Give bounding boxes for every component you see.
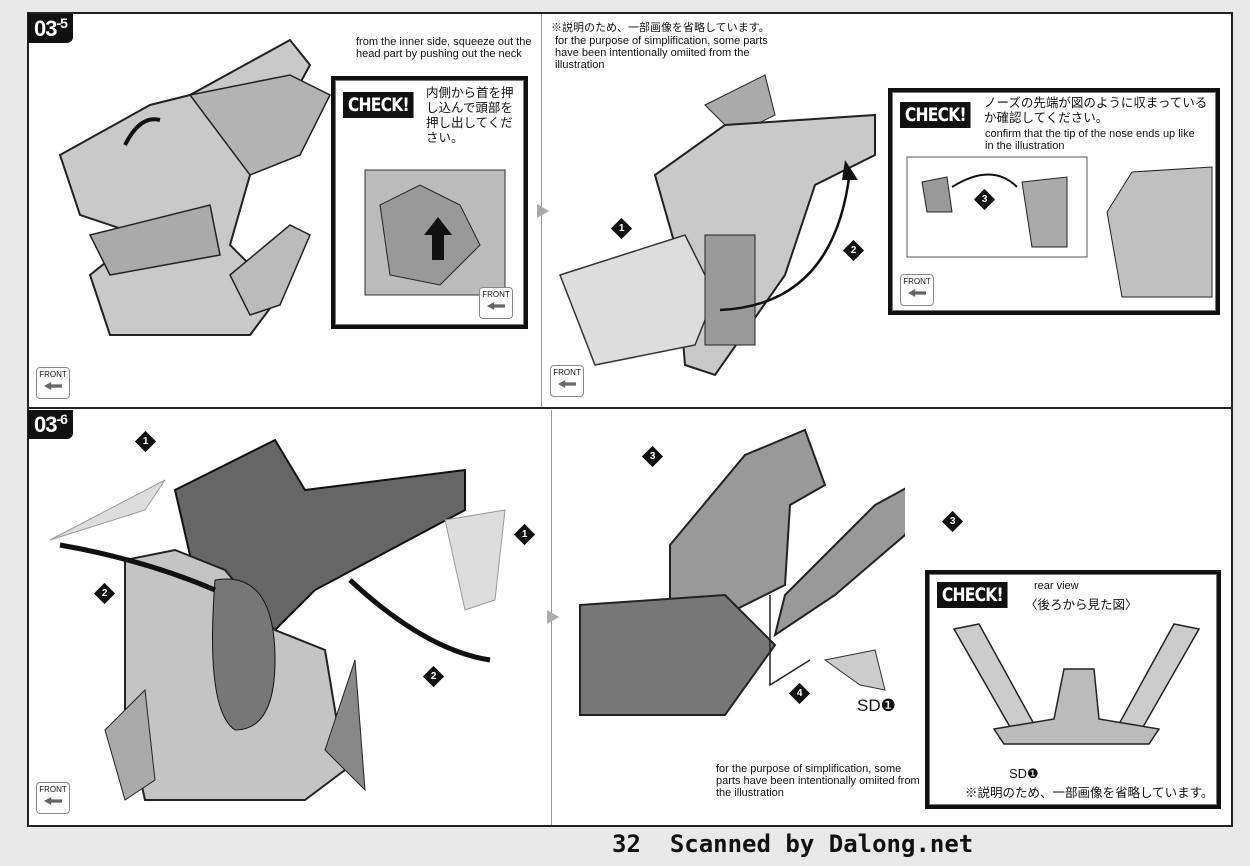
check-illustration [906, 156, 1213, 298]
marker-number: 2 [430, 671, 437, 682]
step-label-03-6: 03-6 [28, 410, 73, 439]
marker-number: 3 [649, 451, 656, 462]
check-box-nose: CHECK! ノーズの先端が図のように収まっているか確認してください。 conf… [888, 88, 1220, 315]
next-arrow-icon [547, 610, 559, 624]
check-badge: CHECK! [937, 582, 1008, 608]
check-badge: CHECK! [343, 92, 414, 118]
scan-credit: Scanned by Dalong.net [669, 830, 974, 858]
marker-number: 1 [142, 436, 149, 447]
front-label: FRONT [482, 290, 510, 299]
front-indicator: FRONT [36, 367, 70, 399]
marker-number: 1 [521, 529, 528, 540]
marker-number: 4 [796, 688, 803, 699]
check-illustration [952, 623, 1201, 745]
section-divider [27, 407, 1233, 409]
part-label: SD❶ [1009, 766, 1039, 781]
step-sub: -6 [56, 411, 67, 427]
arrow-icon [44, 797, 62, 805]
illustration-nose [559, 74, 876, 377]
check-text-en: rear view [1034, 580, 1079, 592]
check-text-jp: ノーズの先端が図のように収まっているか確認してください。 [984, 96, 1208, 125]
step-number: 03 [34, 412, 58, 437]
arrow-icon [487, 302, 505, 310]
check-box-rear-view: CHECK! rear view 〈後ろから見た図〉 SD❶ ※説明のため、一部… [925, 570, 1221, 809]
marker-number: 2 [850, 245, 857, 256]
note-jp: ※説明のため、一部画像を省略しています。 [965, 786, 1214, 800]
marker-number: 3 [981, 194, 988, 205]
page-number: 32 [612, 830, 641, 858]
check-text-jp: 内側から首を押し込んで頭部を押し出してください。 [426, 86, 514, 145]
step-sub: -5 [56, 15, 67, 31]
illustration-head-squeeze [58, 38, 332, 336]
step-label-03-5: 03-5 [28, 14, 73, 43]
front-label: FRONT [39, 370, 67, 379]
front-indicator: FRONT [550, 365, 584, 397]
arrow-icon [908, 289, 926, 297]
note-en: for the purpose of simplification, some … [716, 763, 920, 799]
check-badge: CHECK! [900, 102, 971, 128]
marker-number: 1 [618, 223, 625, 234]
front-indicator: FRONT [479, 287, 513, 319]
front-label: FRONT [903, 277, 931, 286]
footer: 32 Scanned by Dalong.net [612, 830, 973, 858]
front-indicator: FRONT [36, 782, 70, 814]
front-indicator: FRONT [900, 274, 934, 306]
arrow-icon [558, 380, 576, 388]
check-text-en: confirm that the tip of the nose ends up… [985, 128, 1195, 152]
instruction-text: from the inner side, squeeze out the hea… [356, 36, 532, 60]
step-number: 03 [34, 16, 58, 41]
check-illustration [364, 169, 506, 296]
check-box-head: CHECK! 内側から首を押し込んで頭部を押し出してください。 FRONT [331, 76, 528, 329]
marker-number: 3 [949, 516, 956, 527]
front-label: FRONT [39, 785, 67, 794]
illustration-wings-open [579, 428, 905, 716]
arrow-icon [44, 382, 62, 390]
note-jp: ※説明のため、一部画像を省略しています。 [551, 22, 770, 34]
note-en: for the purpose of simplification, some … [555, 35, 768, 71]
marker-number: 2 [101, 588, 108, 599]
illustration-wings-fold [49, 438, 506, 801]
front-label: FRONT [553, 368, 581, 377]
next-arrow-icon [537, 204, 549, 218]
part-label: SD❶ [857, 696, 896, 715]
check-text-jp: 〈後ろから見た図〉 [1025, 598, 1138, 612]
